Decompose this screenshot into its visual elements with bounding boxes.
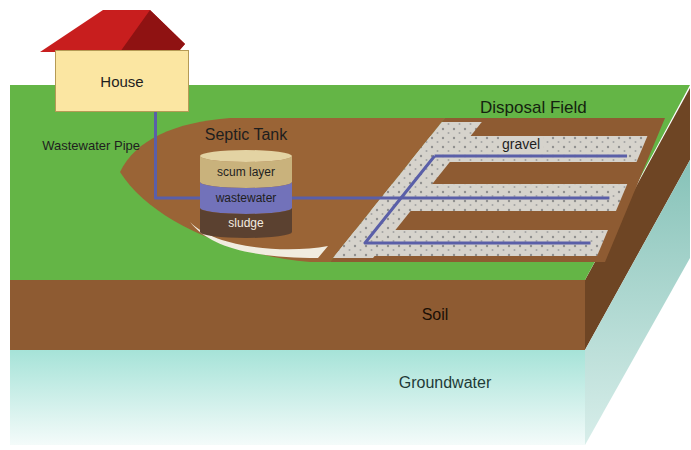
- node-text: wastewater: [200, 190, 292, 206]
- pipe: [365, 156, 591, 243]
- pipe: [435, 155, 627, 158]
- roof-side: [120, 10, 185, 52]
- soil-band: Soil: [10, 280, 585, 350]
- wastewater-fill: [200, 182, 292, 214]
- wastewater-band: wastewater: [200, 190, 292, 206]
- node-text: Septic Tank: [176, 126, 316, 144]
- sludge-band: sludge: [200, 215, 292, 231]
- septic-tank: Septic Tankscum layerwastewatersludge: [200, 126, 292, 240]
- wastewater-pipe: [292, 197, 320, 200]
- gravel-beds: [333, 122, 647, 258]
- node-text: House: [56, 73, 188, 90]
- gravel-label: gravel: [499, 136, 543, 152]
- pipe: [320, 197, 609, 200]
- pipe-label: Wastewater Pipe: [40, 138, 140, 154]
- roof: [40, 10, 185, 52]
- node-text: scum layer: [200, 164, 292, 180]
- wastewater-pipe: [156, 112, 201, 198]
- node-text: Groundwater: [380, 374, 510, 392]
- ground-surface: [10, 85, 690, 280]
- field-trench: [330, 118, 665, 262]
- tank-lid: [200, 150, 292, 162]
- disposal-field: Disposal Field: [320, 94, 665, 262]
- sludge-fill: [200, 208, 292, 238]
- scum-layer-band: scum layer: [200, 164, 292, 180]
- node-text: sludge: [200, 215, 292, 231]
- groundwater-band: Groundwater: [10, 350, 585, 445]
- node-text: Disposal Field: [480, 98, 587, 118]
- house-box: House: [55, 50, 189, 112]
- distribution-pipes: [320, 156, 627, 243]
- node-text: Soil: [390, 306, 480, 324]
